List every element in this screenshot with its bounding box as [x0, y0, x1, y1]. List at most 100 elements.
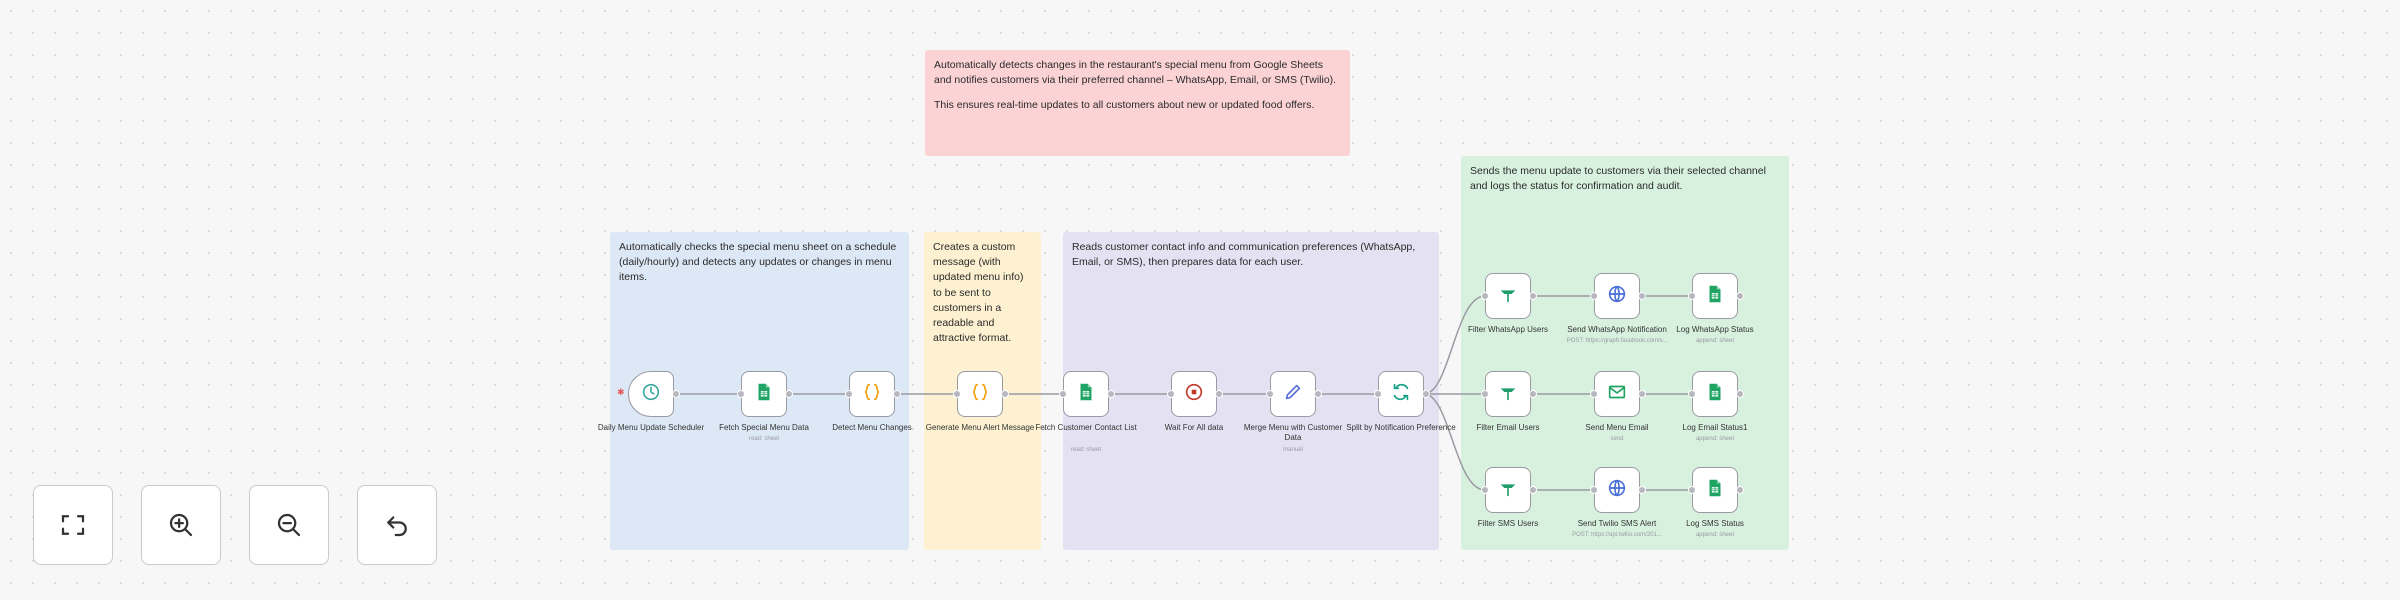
node-subtitle: send: [1610, 436, 1624, 442]
globe-icon: [1606, 477, 1628, 504]
input-port[interactable]: [1688, 390, 1696, 398]
input-port[interactable]: [1374, 390, 1382, 398]
node-label: Send Twilio SMS Alert: [1577, 519, 1657, 528]
node-generate[interactable]: [957, 371, 1003, 417]
node-subtitle: read: sheet: [1070, 447, 1102, 453]
input-port[interactable]: [1481, 292, 1489, 300]
node-merge[interactable]: [1270, 371, 1316, 417]
refresh-icon: [1390, 381, 1412, 408]
filter-icon: [1497, 477, 1519, 504]
output-port[interactable]: [1314, 390, 1322, 398]
code-icon: [969, 381, 991, 408]
node-label: Daily Menu Update Scheduler: [597, 423, 705, 432]
node-subtitle: POST: https://api.twilio.com/201...: [1572, 532, 1662, 538]
output-port[interactable]: [1638, 486, 1646, 494]
input-port[interactable]: [1266, 390, 1274, 398]
fit-view-button[interactable]: [33, 485, 113, 565]
node-label: Detect Menu Changes: [832, 423, 912, 432]
sheets-icon: [1704, 283, 1726, 310]
node-f-email[interactable]: [1485, 371, 1531, 417]
globe-icon: [1606, 283, 1628, 310]
node-send-wa[interactable]: [1594, 273, 1640, 319]
input-port[interactable]: [845, 390, 853, 398]
input-port[interactable]: [1590, 292, 1598, 300]
sticky-note-overview: Automatically detects changes in the res…: [925, 50, 1350, 156]
node-log-wa[interactable]: [1692, 273, 1738, 319]
sheets-icon: [1704, 381, 1726, 408]
overview-paragraph-2: This ensures real-time updates to all cu…: [934, 99, 1315, 112]
output-port[interactable]: [1422, 390, 1430, 398]
node-fetch-menu[interactable]: [741, 371, 787, 417]
node-label: Filter WhatsApp Users: [1467, 325, 1549, 334]
mail-icon: [1606, 381, 1628, 408]
node-f-sms[interactable]: [1485, 467, 1531, 513]
output-port[interactable]: [893, 390, 901, 398]
code-icon: [861, 381, 883, 408]
node-subtitle: append: sheet: [1695, 436, 1735, 442]
input-port[interactable]: [1688, 292, 1696, 300]
node-subtitle: append: sheet: [1695, 338, 1735, 344]
node-label: Split by Notification Preference: [1346, 423, 1456, 432]
schedule-note-text: Automatically checks the special menu sh…: [619, 241, 897, 284]
node-label: Send Menu Email: [1585, 423, 1649, 432]
reset-zoom-button[interactable]: [357, 485, 437, 565]
pen-icon: [1282, 381, 1304, 408]
zoom-in-button[interactable]: [141, 485, 221, 565]
input-port[interactable]: [1059, 390, 1067, 398]
node-label: Fetch Special Menu Data: [719, 423, 809, 432]
node-fetch-cust[interactable]: [1063, 371, 1109, 417]
message-note-text: Creates a custom message (with updated m…: [933, 241, 1024, 345]
output-port[interactable]: [1638, 390, 1646, 398]
node-label: Filter SMS Users: [1477, 519, 1539, 528]
sheets-icon: [753, 381, 775, 408]
clock-icon: [640, 381, 662, 408]
output-port[interactable]: [1638, 292, 1646, 300]
output-port[interactable]: [785, 390, 793, 398]
node-split[interactable]: [1378, 371, 1424, 417]
output-port[interactable]: [672, 390, 680, 398]
node-label: Log SMS Status: [1686, 519, 1744, 528]
output-port[interactable]: [1529, 390, 1537, 398]
output-port[interactable]: [1215, 390, 1223, 398]
node-send-email[interactable]: [1594, 371, 1640, 417]
input-port[interactable]: [737, 390, 745, 398]
node-subtitle: manual: [1283, 447, 1303, 453]
input-port[interactable]: [1481, 390, 1489, 398]
output-port[interactable]: [1107, 390, 1115, 398]
sheets-icon: [1704, 477, 1726, 504]
stop-icon: [1183, 381, 1205, 408]
node-label: Send WhatsApp Notification: [1567, 325, 1667, 334]
node-label: Fetch Customer Contact List: [1035, 423, 1137, 432]
fit-view-icon: [61, 515, 85, 535]
output-port[interactable]: [1736, 486, 1744, 494]
filter-icon: [1497, 381, 1519, 408]
node-subtitle: POST: https://graph.facebook.com/v...: [1566, 338, 1668, 344]
customers-note-text: Reads customer contact info and communic…: [1072, 241, 1416, 269]
node-log-email[interactable]: [1692, 371, 1738, 417]
output-port[interactable]: [1529, 292, 1537, 300]
output-port[interactable]: [1736, 292, 1744, 300]
input-port[interactable]: [1481, 486, 1489, 494]
input-port[interactable]: [953, 390, 961, 398]
input-port[interactable]: [1688, 486, 1696, 494]
input-port[interactable]: [1590, 486, 1598, 494]
node-subtitle: read: sheet: [748, 436, 780, 442]
output-port[interactable]: [1529, 486, 1537, 494]
node-detect[interactable]: [849, 371, 895, 417]
sticky-note-message: Creates a custom message (with updated m…: [924, 232, 1041, 550]
sheets-icon: [1075, 381, 1097, 408]
node-label: Log WhatsApp Status: [1676, 325, 1754, 334]
output-port[interactable]: [1001, 390, 1009, 398]
output-port[interactable]: [1736, 390, 1744, 398]
node-send-sms[interactable]: [1594, 467, 1640, 513]
node-log-sms[interactable]: [1692, 467, 1738, 513]
input-port[interactable]: [1590, 390, 1598, 398]
overview-paragraph-1: Automatically detects changes in the res…: [934, 59, 1337, 87]
node-wait[interactable]: [1171, 371, 1217, 417]
node-sched[interactable]: [628, 371, 674, 417]
node-subtitle: append: sheet: [1695, 532, 1735, 538]
node-label: Merge Menu with Customer Data: [1243, 423, 1343, 443]
zoom-out-button[interactable]: [249, 485, 329, 565]
node-f-wa[interactable]: [1485, 273, 1531, 319]
input-port[interactable]: [1167, 390, 1175, 398]
